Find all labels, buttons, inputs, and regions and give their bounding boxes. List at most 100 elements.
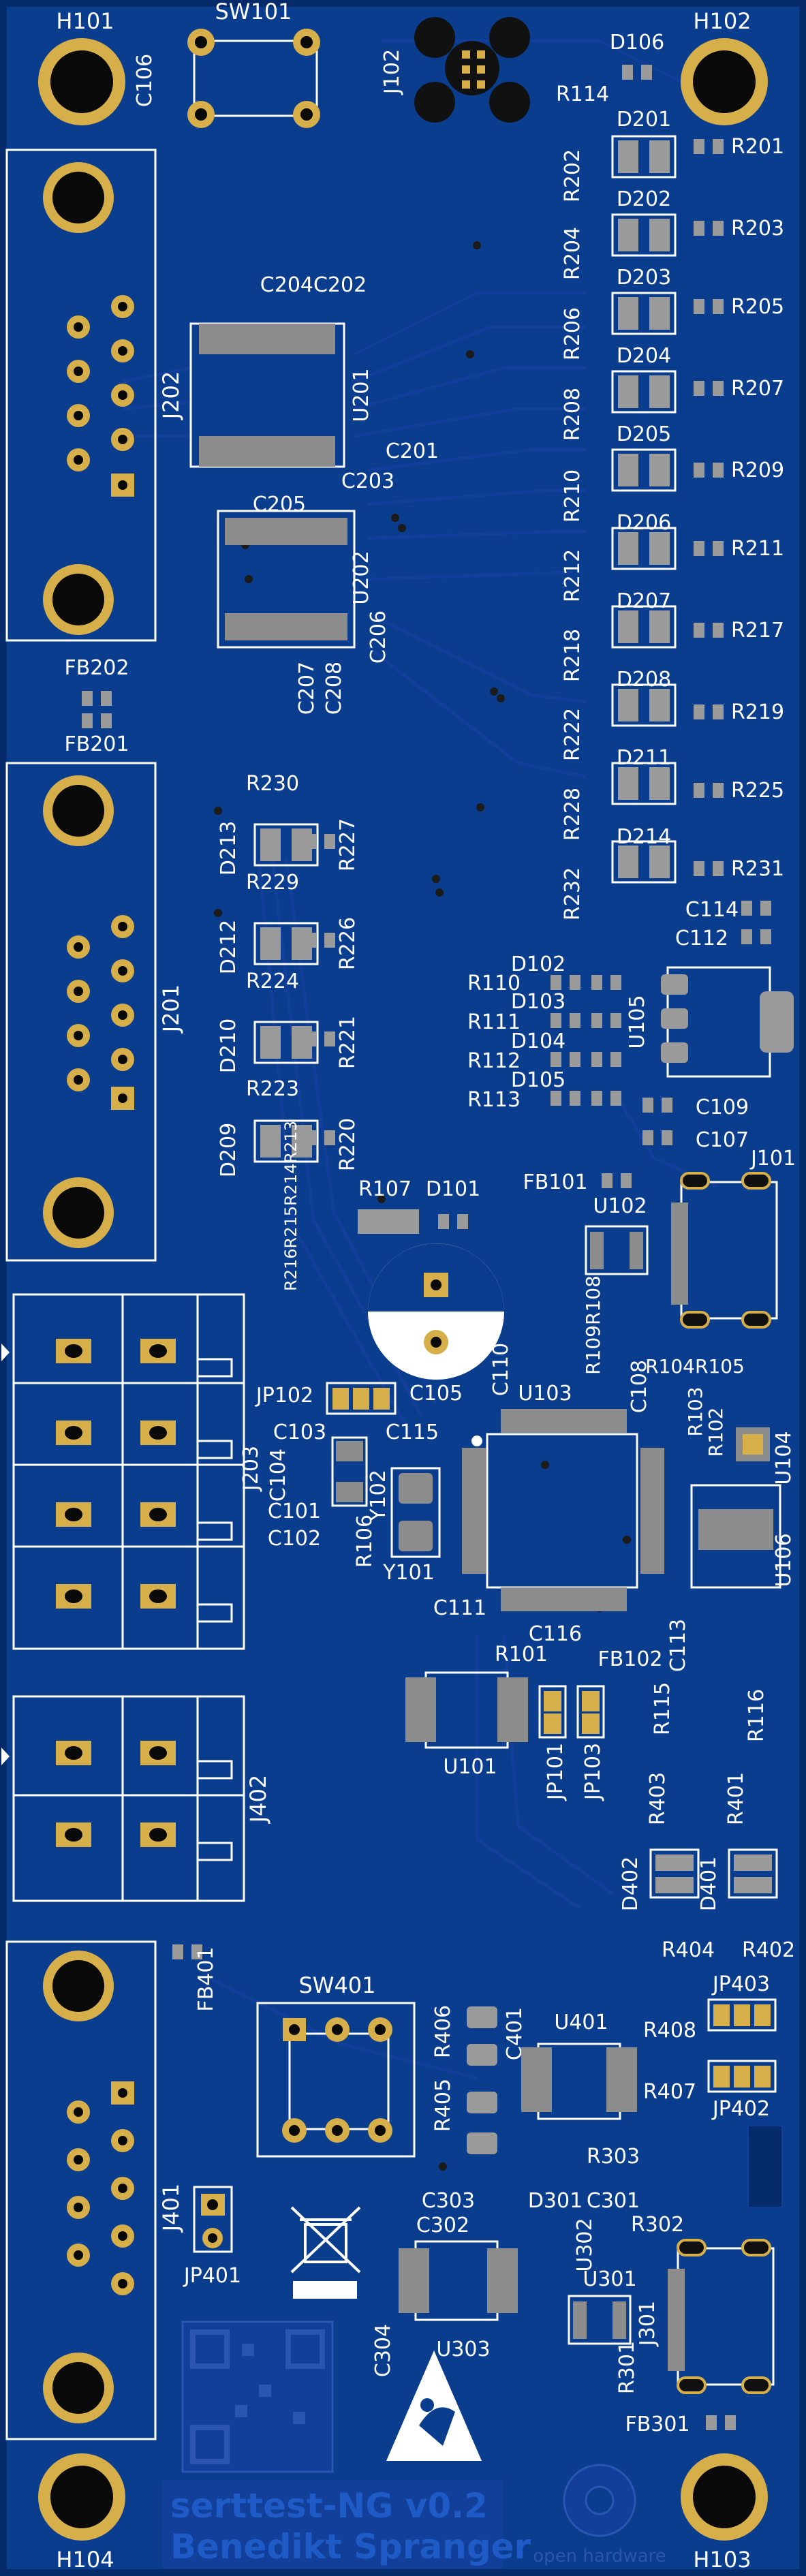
label-r112: R112 [467,1049,521,1073]
label-c301: C301 [587,2189,640,2213]
oshw-gear-icon [563,2464,636,2537]
label-r221: R221 [336,1016,360,1069]
label-u401: U401 [554,2011,608,2034]
mounting-hole-icon [681,2453,768,2541]
label-jp102: JP102 [255,1384,313,1408]
label-j402: J402 [245,1775,271,1825]
d401-d402 [649,1848,778,1899]
u106 [690,1484,781,1589]
label-c303: C303 [422,2189,475,2213]
u303 [399,2240,518,2321]
label-j203: J203 [239,1446,263,1492]
label-r212: R212 [561,549,585,602]
qr-code-icon [181,2321,334,2473]
label-fb401: FB401 [194,1946,218,2011]
j401-db9-connector [5,1940,157,2440]
label-d103: D103 [511,990,565,1014]
label-d104: D104 [511,1029,565,1053]
label-r206: R206 [561,307,585,360]
label-c207: C207 [295,662,319,715]
u201 [189,322,345,468]
u105 [661,966,794,1078]
label-c206: C206 [367,610,390,664]
label-j201: J201 [158,984,184,1034]
label-r301: R301 [615,2341,639,2394]
label-jp101: JP101 [544,1743,568,1801]
label-d206: D206 [617,511,671,535]
jp403-jumper [707,1998,777,2032]
label-r405: R405 [431,2079,455,2132]
label-u201: U201 [350,368,373,422]
label-r232: R232 [561,867,585,920]
esd-warning-icon [386,2350,482,2461]
label-d213: D213 [217,821,241,875]
y101 [390,1467,441,1558]
fiducial-pad [747,2125,783,2208]
label-c113: C113 [666,1619,690,1672]
label-sw101: SW101 [215,0,292,25]
label-u303: U303 [436,2338,490,2361]
label-c104: C104 [266,1448,290,1502]
label-c205: C205 [253,493,306,516]
label-d105: D105 [511,1068,565,1092]
label-r202: R202 [561,149,585,202]
label-r207: R207 [731,377,784,401]
label-j401: J401 [158,2184,184,2233]
label-u101: U101 [443,1755,497,1779]
label-c103: C103 [273,1421,326,1444]
label-r406: R406 [431,2005,455,2058]
u104 [736,1427,770,1461]
label-r103: R103 [684,1387,707,1437]
label-u106: U106 [772,1533,796,1587]
label-fb301: FB301 [625,2412,689,2436]
sw101 [187,29,320,128]
label-r205: R205 [731,295,784,319]
label-j101: J101 [749,1147,796,1170]
label-d401: D401 [697,1857,721,1911]
label-h102: H102 [693,8,751,34]
label-d211: D211 [617,746,671,770]
label-r204: R204 [561,227,585,280]
mounting-hole-icon [38,38,125,125]
label-r224: R224 [246,969,299,993]
label-r114: R114 [556,82,609,106]
label-d106: D106 [610,31,664,55]
label-c101: C101 [268,1500,321,1523]
board-author: Benedikt Spranger [170,2527,531,2566]
label-c304: C304 [371,2324,395,2377]
jp401-jumper [193,2186,233,2253]
label-c302: C302 [416,2214,469,2237]
label-r107: R107 [358,1177,412,1201]
label-u301: U301 [583,2267,636,2291]
label-h101: H101 [56,8,114,34]
label-r222: R222 [561,708,585,761]
y102 [331,1436,368,1507]
j101-usb-connector [671,1172,778,1329]
label-r230: R230 [246,772,299,796]
label-c102: C102 [268,1527,321,1551]
label-r110: R110 [467,972,521,995]
j301-usb-connector [668,2239,775,2394]
label-r115: R115 [651,1682,675,1735]
r405-r406 [467,2006,497,2154]
label-r201: R201 [731,135,784,159]
label-r113: R113 [467,1088,521,1112]
label-d208: D208 [617,668,671,692]
label-c203: C203 [341,469,394,493]
terminal-block-j402 [1,1695,245,1902]
terminal-block-upper [1,1293,245,1650]
label-d204: D204 [617,344,671,368]
label-sw401: SW401 [298,1972,375,1998]
label-r401: R401 [724,1772,748,1825]
u102 [585,1225,649,1275]
label-r227: R227 [336,818,360,871]
label-c109: C109 [696,1096,749,1119]
label-r109r108: R109R108 [582,1275,604,1375]
label-c201: C201 [386,439,439,463]
j201-db9-connector [5,762,157,1262]
label-r408: R408 [643,2019,696,2043]
label-y102: Y102 [367,1470,390,1522]
u101 [405,1671,528,1749]
label-jp103: JP103 [581,1743,605,1801]
